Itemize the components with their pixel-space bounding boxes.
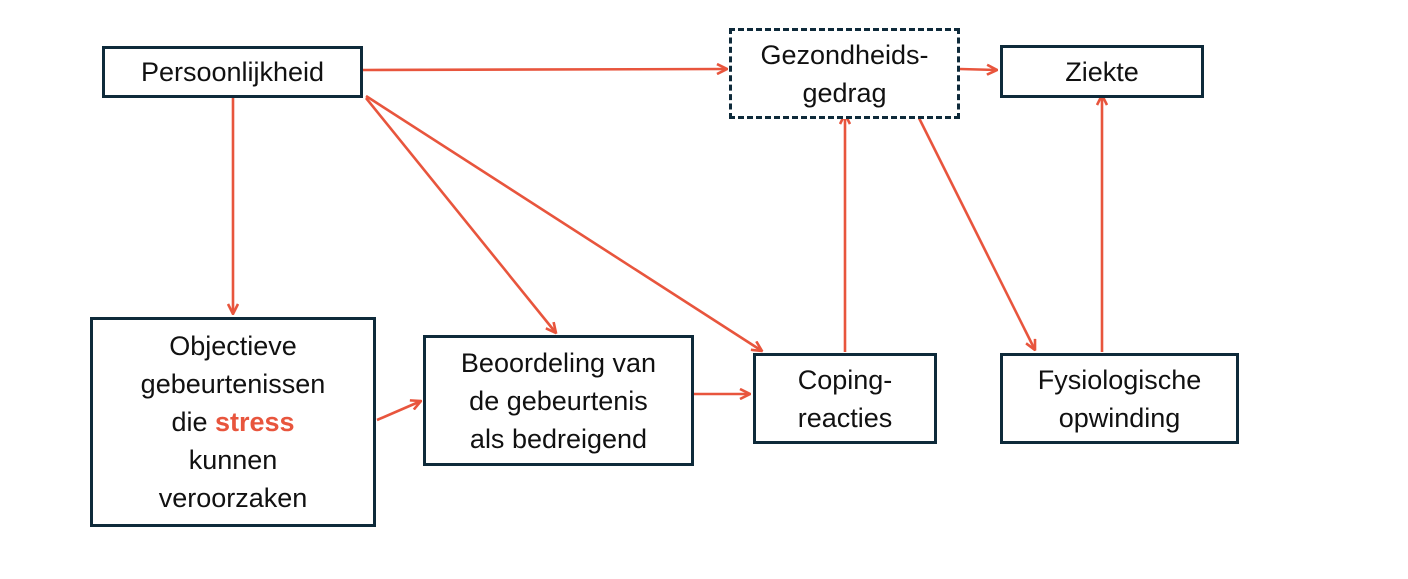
gezondheidsgedrag-label-line-2: gedrag [802,77,887,108]
objectieve-label-line-3-prefix: die [171,407,215,437]
arrow-gezondheidsgedrag-to-ziekte [959,69,997,70]
fysiologische-opwinding-box: Fysiologische opwinding [1000,353,1239,444]
beoordeling-label-line-2: de gebeurtenis [469,385,648,416]
objectieve-label-line-1: Objectieve [169,331,297,361]
objectieve-label-line-2: gebeurtenissen [140,369,326,399]
objectieve-label-line-3: die stress [171,403,294,441]
coping-label-line-2: reacties [797,402,893,433]
objectieve-label-line-5: veroorzaken [158,483,308,513]
beoordeling-box: Beoordeling van de gebeurtenis als bedre… [423,335,694,466]
objectieve-label-line-4: kunnen [188,445,278,475]
gezondheidsgedrag-box: Gezondheids- gedrag [729,28,960,119]
arrow-persoonlijkheid-to-gezondheidsgedrag [362,69,727,70]
coping-label-line-1: Coping- [797,364,893,395]
gezondheidsgedrag-label-line-1: Gezondheids- [760,39,929,70]
ziekte-label: Ziekte [1065,56,1139,87]
arrow-persoonlijkheid-to-coping [365,94,762,351]
coping-reacties-box: Coping- reacties [753,353,937,444]
arrow-gezondheidsgedrag-to-fysiologische [917,117,1035,350]
beoordeling-label-line-3: als bedreigend [469,423,648,454]
objectieve-gebeurtenissen-box: Objectieve gebeurtenissen die stress kun… [90,317,376,527]
persoonlijkheid-label: Persoonlijkheid [140,57,325,87]
arrow-objectieve-to-beoordeling [376,401,421,422]
fysiologische-label-line-2: opwinding [1058,402,1181,433]
ziekte-box: Ziekte [1000,45,1204,98]
persoonlijkheid-box: Persoonlijkheid [102,46,363,98]
stress-highlight: stress [214,407,295,437]
fysiologische-label-line-1: Fysiologische [1037,364,1202,395]
arrow-persoonlijkheid-to-beoordeling [364,97,556,333]
beoordeling-label-line-1: Beoordeling van [460,347,657,378]
